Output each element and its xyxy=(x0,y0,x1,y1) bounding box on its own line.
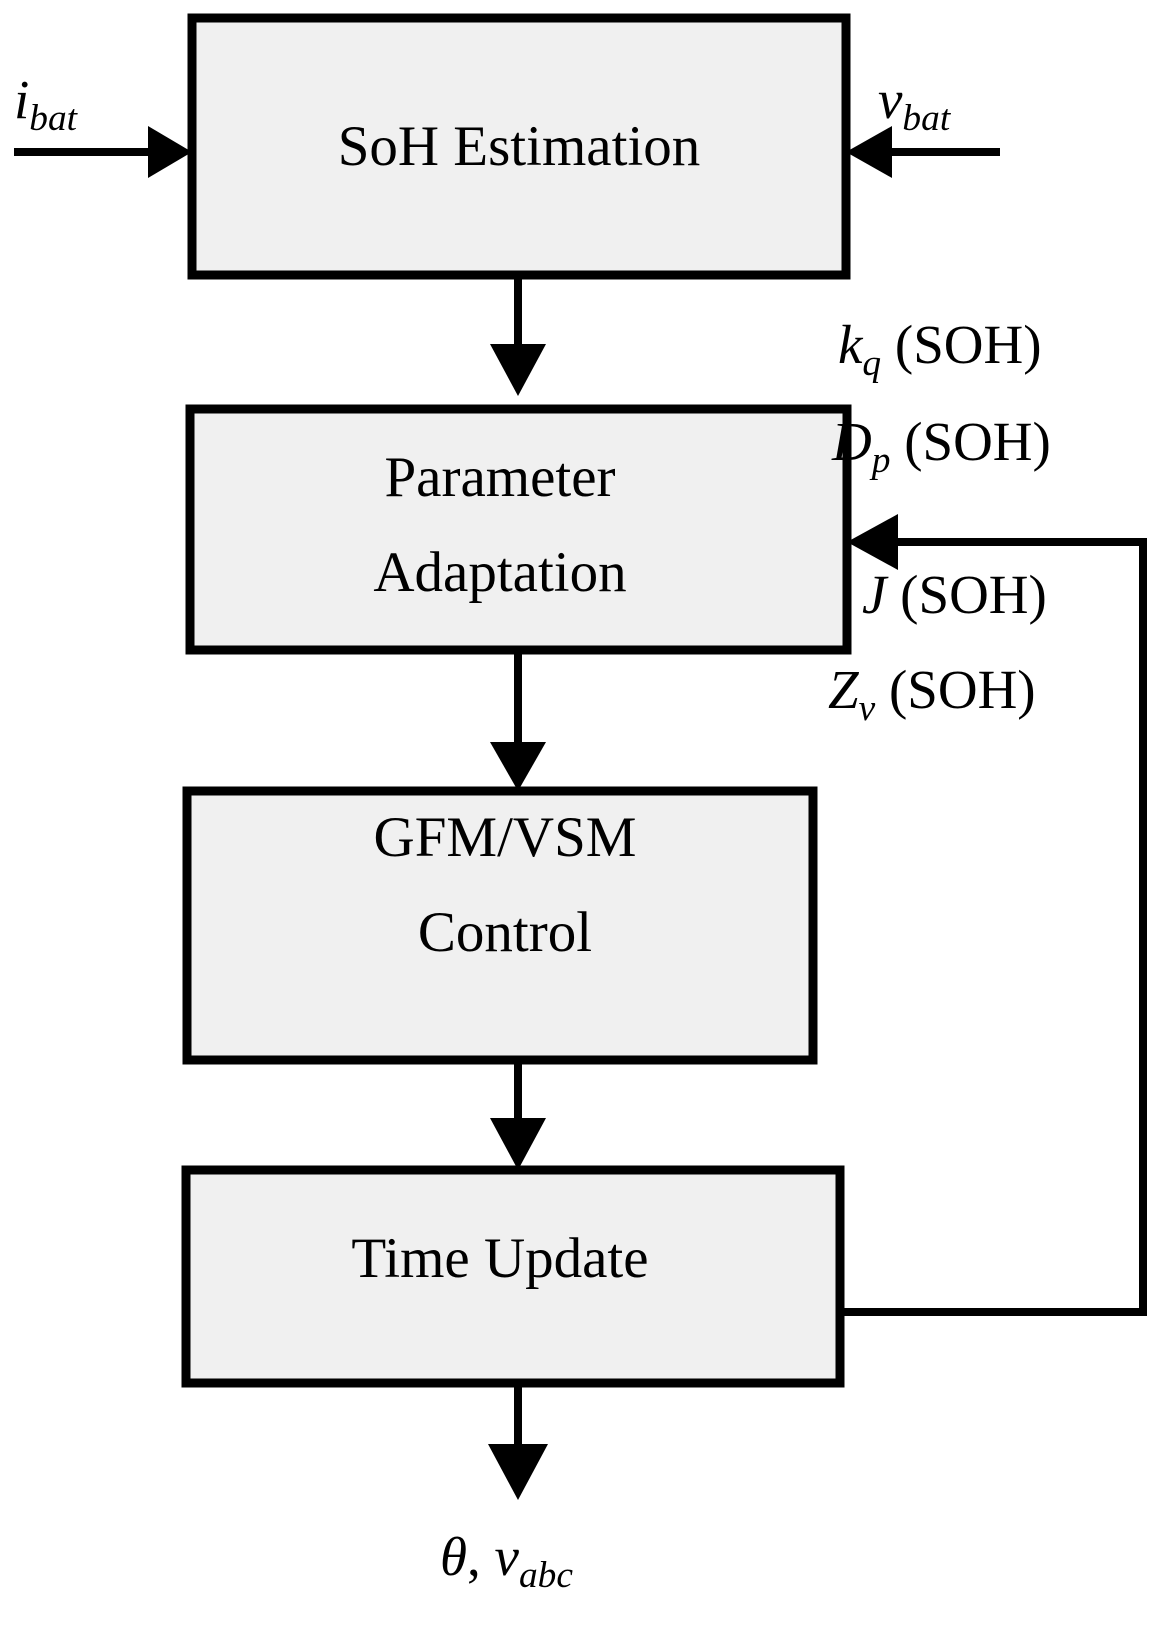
label-vbat-sub: bat xyxy=(902,98,951,139)
block-gfm-vsm-control-label-line2: Control xyxy=(418,901,592,964)
arrowhead-soh-to-parameter xyxy=(490,344,546,396)
label-output-separator: , xyxy=(467,1526,495,1587)
label-kq-arg: (SOH) xyxy=(881,314,1041,375)
block-soh-estimation[interactable] xyxy=(187,13,851,280)
label-j-soh: J (SOH) xyxy=(862,564,1047,625)
block-time-update-label: Time Update xyxy=(351,1227,648,1290)
block-gfm-vsm-control-label-line1: GFM/VSM xyxy=(374,806,637,869)
arrowhead-ibat-input xyxy=(148,126,192,178)
arrowhead-feedback-into-parameter xyxy=(847,514,898,570)
block-gfm-vsm-control[interactable] xyxy=(182,786,818,1065)
label-zv-soh: Zv (SOH) xyxy=(828,659,1036,729)
label-ibat: ibat xyxy=(14,69,79,139)
block-parameter-adaptation[interactable] xyxy=(185,404,852,655)
label-vbat-base: v xyxy=(878,69,903,130)
label-kq-soh: kq (SOH) xyxy=(838,314,1042,384)
label-zv-arg: (SOH) xyxy=(875,659,1035,720)
label-j-base: J xyxy=(862,564,889,625)
label-zv-sub: v xyxy=(859,688,876,729)
label-ibat-base: i xyxy=(14,69,29,130)
arrowhead-gfm-to-time-update xyxy=(490,1118,546,1170)
label-output-sub: abc xyxy=(519,1555,573,1596)
label-output-base: v xyxy=(495,1526,520,1587)
arrowhead-output xyxy=(488,1444,548,1500)
block-parameter-adaptation-label-line1: Parameter xyxy=(384,446,615,509)
label-ibat-sub: bat xyxy=(29,98,78,139)
wire-feedback-loop xyxy=(840,538,1147,1316)
label-output-theta-vabc: θ, vabc xyxy=(440,1526,573,1596)
arrowhead-parameter-to-gfm xyxy=(490,742,546,791)
label-output-theta: θ xyxy=(440,1526,467,1587)
label-vbat: vbat xyxy=(878,69,952,139)
label-zv-base: Z xyxy=(828,659,860,720)
label-dp-base: D xyxy=(831,411,872,472)
block-time-update[interactable] xyxy=(181,1165,845,1388)
label-j-arg: (SOH) xyxy=(886,564,1046,625)
label-dp-soh: Dp (SOH) xyxy=(831,411,1051,481)
block-soh-estimation-label: SoH Estimation xyxy=(338,115,701,178)
label-kq-sub: q xyxy=(862,343,881,384)
arrowhead-vbat-input xyxy=(846,126,892,178)
label-dp-sub: p xyxy=(869,440,891,481)
label-dp-arg: (SOH) xyxy=(890,411,1050,472)
label-kq-base: k xyxy=(838,314,864,375)
block-parameter-adaptation-label-line2: Adaptation xyxy=(373,541,626,604)
